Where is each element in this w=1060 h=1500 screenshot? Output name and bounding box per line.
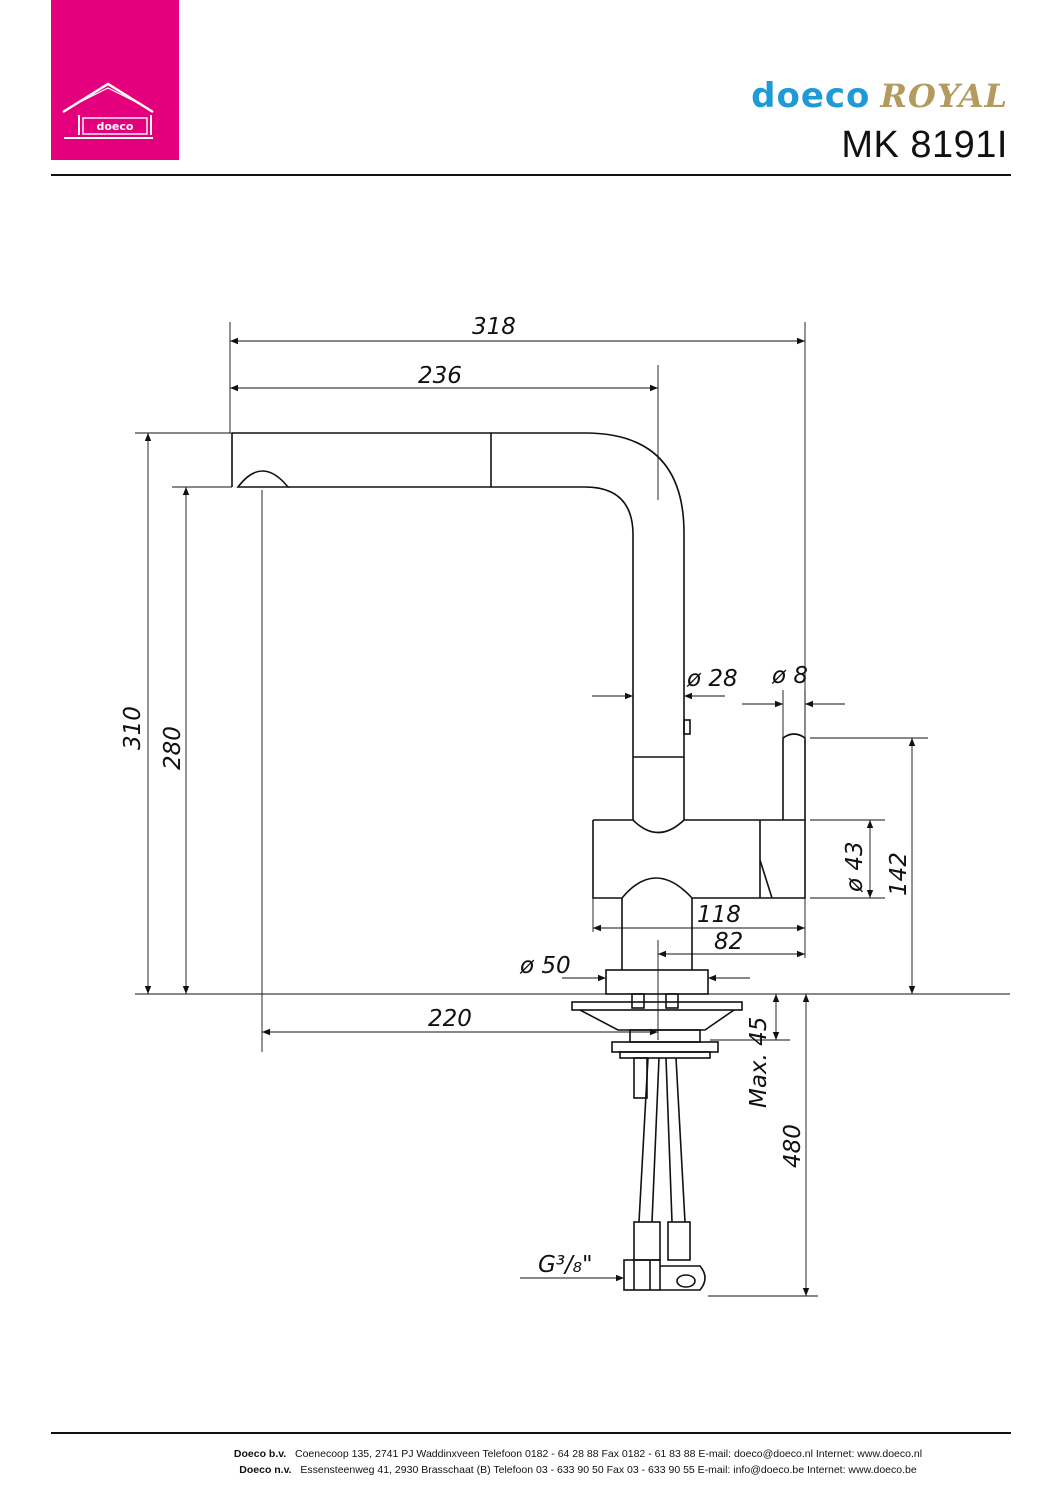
faucet-outline bbox=[231, 432, 806, 1291]
dim-118: 118 bbox=[697, 902, 741, 928]
dim-max-45: Max. 45 bbox=[746, 1017, 772, 1108]
dim-d28: ø 28 bbox=[686, 666, 738, 692]
dim-310: 310 bbox=[120, 706, 146, 750]
dim-280: 280 bbox=[160, 726, 186, 770]
dimension-lines bbox=[135, 322, 1010, 1297]
dim-d8: ø 8 bbox=[771, 663, 808, 689]
footer-details-bv: Coenecoop 135, 2741 PJ Waddinxveen Telef… bbox=[295, 1448, 923, 1460]
brand-name: doeco bbox=[751, 76, 871, 116]
footer-line-bv: Doeco b.v. Coenecoop 135, 2741 PJ Waddin… bbox=[0, 1446, 1060, 1462]
house-logo-icon: doeco bbox=[51, 0, 179, 160]
footer-company-bv: Doeco b.v. bbox=[233, 1448, 287, 1460]
model-number: MK 8191I bbox=[841, 124, 1008, 166]
dim-d43: ø 43 bbox=[842, 841, 868, 893]
dim-82: 82 bbox=[714, 929, 743, 955]
dim-480: 480 bbox=[780, 1124, 806, 1168]
dim-d50: ø 50 bbox=[519, 953, 571, 979]
dim-236: 236 bbox=[418, 363, 462, 389]
footer: Doeco b.v. Coenecoop 135, 2741 PJ Waddin… bbox=[0, 1446, 1060, 1478]
dim-318: 318 bbox=[472, 314, 516, 340]
footer-company-nv: Doeco n.v. bbox=[239, 1464, 292, 1476]
dim-thread: G³/₈" bbox=[538, 1252, 593, 1278]
footer-divider bbox=[51, 1432, 1011, 1434]
brand-line: ROYAL bbox=[880, 77, 1008, 115]
footer-details-nv: Essensteenweg 41, 2930 Brasschaat (B) Te… bbox=[300, 1464, 917, 1476]
brand-wordmark: doeco ROYAL bbox=[751, 76, 1008, 116]
doeco-logo: doeco bbox=[51, 0, 179, 160]
header-divider bbox=[51, 174, 1011, 176]
dim-220: 220 bbox=[428, 1006, 472, 1032]
dim-142: 142 bbox=[886, 852, 912, 896]
logo-text: doeco bbox=[97, 120, 134, 133]
footer-line-nv: Doeco n.v. Essensteenweg 41, 2930 Brassc… bbox=[0, 1462, 1060, 1478]
